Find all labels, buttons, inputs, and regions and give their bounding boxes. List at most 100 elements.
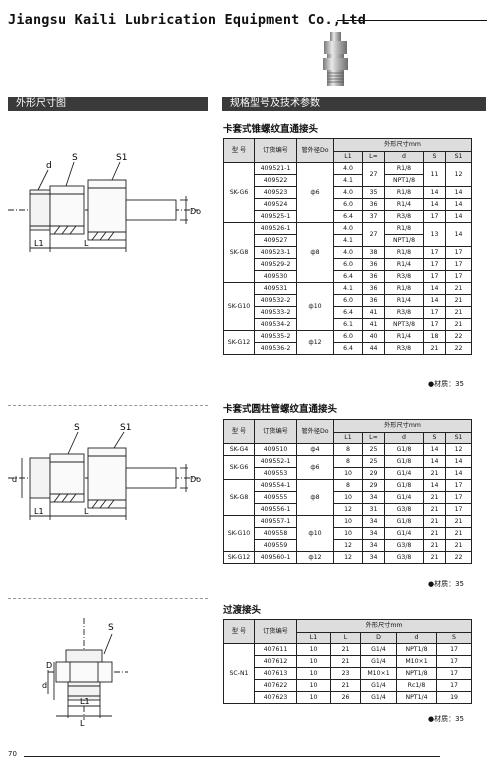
cell-s: 17 [436, 667, 472, 680]
header-c2: L≈ [362, 432, 385, 444]
d1-label-s1: S1 [116, 153, 127, 163]
cell-order-number: 407612 [254, 655, 297, 668]
cell-l1: 12 [333, 539, 363, 552]
header-order-number: 订货编号 [254, 619, 297, 644]
header-c3: d [384, 432, 424, 444]
cell-l1: 4.1 [333, 282, 363, 295]
cell-order-number: 409552-1 [254, 455, 297, 468]
header-type: 型 号 [223, 138, 255, 163]
d3-label-d-lower: d [42, 681, 47, 690]
cell-l1: 6.4 [333, 306, 363, 319]
cell-order-number: 409556-1 [254, 503, 297, 516]
cell-d: R1/4 [384, 198, 424, 211]
cell-s1: 14 [445, 198, 472, 211]
cell-s: 21 [423, 539, 446, 552]
cell-order-number: 409553 [254, 467, 297, 480]
page-number: 70 [8, 750, 17, 758]
d1-label-l1: L1 [34, 239, 44, 248]
cell-s1: 17 [445, 503, 472, 516]
cell-d: G1/4 [360, 655, 397, 668]
cell-s: 21 [423, 515, 446, 528]
cell-d: G1/4 [360, 691, 397, 704]
cell-l: 25 [362, 443, 385, 456]
cell-order-number: 409535-2 [254, 330, 297, 343]
cell-d: G3/8 [384, 539, 424, 552]
cell-s1: 12 [445, 162, 472, 187]
cell-l: 21 [330, 679, 361, 692]
cell-l: 27 [362, 222, 385, 247]
diagram-adapter: S D d L1 L [42, 618, 128, 728]
cell-tube-od: ф10 [296, 282, 334, 331]
cell-s1: 17 [445, 258, 472, 271]
cell-s1: 21 [445, 515, 472, 528]
cell-d: R1/8 [384, 246, 424, 259]
cell-s: 17 [423, 246, 446, 259]
header-type: 型 号 [223, 619, 255, 644]
section-3-material: ●材质：35 [428, 715, 465, 723]
d2-label-l: L [84, 507, 89, 516]
cell-tube-od: ф10 [296, 515, 334, 552]
cell-s: 21 [423, 342, 446, 355]
cell-d: G1/8 [384, 455, 424, 468]
cell-l1: 4.1 [333, 174, 363, 187]
cell-l: 35 [362, 186, 385, 199]
cell-d: G1/4 [384, 491, 424, 504]
diagram-taper-thread-connector: d S S1 Do L1 L [8, 153, 201, 252]
cell-model: SK-G8 [223, 479, 255, 516]
cell-s1: 22 [445, 551, 472, 564]
cell-order-number: 409530 [254, 270, 297, 283]
cell-s: 14 [423, 479, 446, 492]
cell-s1: 21 [445, 282, 472, 295]
cell-s1: 21 [445, 294, 472, 307]
cell-order-number: 409524 [254, 198, 297, 211]
cell-s: 17 [423, 258, 446, 271]
cell-order-number: 409533-2 [254, 306, 297, 319]
cell-l1: 10 [296, 679, 331, 692]
cell-d: R1/8 [384, 282, 424, 295]
cell-l1: 10 [296, 643, 331, 656]
cell-order-number: 409555 [254, 491, 297, 504]
diagram-parallel-thread-connector: d S S1 Do L1 L [8, 423, 201, 520]
cell-l: 41 [362, 306, 385, 319]
cell-l: 37 [362, 210, 385, 223]
cell-order-number: 409522 [254, 174, 297, 187]
cell-d: NPT1/8 [384, 174, 424, 187]
cell-order-number: 409554-1 [254, 479, 297, 492]
d1-label-d: d [46, 161, 52, 171]
cell-d: G1/4 [384, 527, 424, 540]
cell-s1: 21 [445, 539, 472, 552]
cell-s: 14 [423, 198, 446, 211]
cell-l1: 6.0 [333, 258, 363, 271]
header-order-number: 订货编号 [254, 419, 297, 444]
cell-s: 14 [423, 443, 446, 456]
cell-tube-od: ф4 [296, 443, 334, 456]
cell-l: 34 [362, 527, 385, 540]
d3-label-s: S [108, 623, 114, 633]
header-c2: L [330, 632, 361, 644]
cell-l1: 6.4 [333, 270, 363, 283]
section-2-title: 卡套式圆柱管螺纹直通接头 [223, 404, 338, 415]
cell-model: SK-G4 [223, 443, 255, 456]
header-c1: L1 [333, 151, 363, 163]
cell-order-number: 409557-1 [254, 515, 297, 528]
cell-s1: 12 [445, 443, 472, 456]
cell-l: 29 [362, 479, 385, 492]
cell-l1: 8 [333, 443, 363, 456]
cell-l1: 10 [333, 527, 363, 540]
cell-l: 27 [362, 162, 385, 187]
cell-s: 21 [423, 527, 446, 540]
